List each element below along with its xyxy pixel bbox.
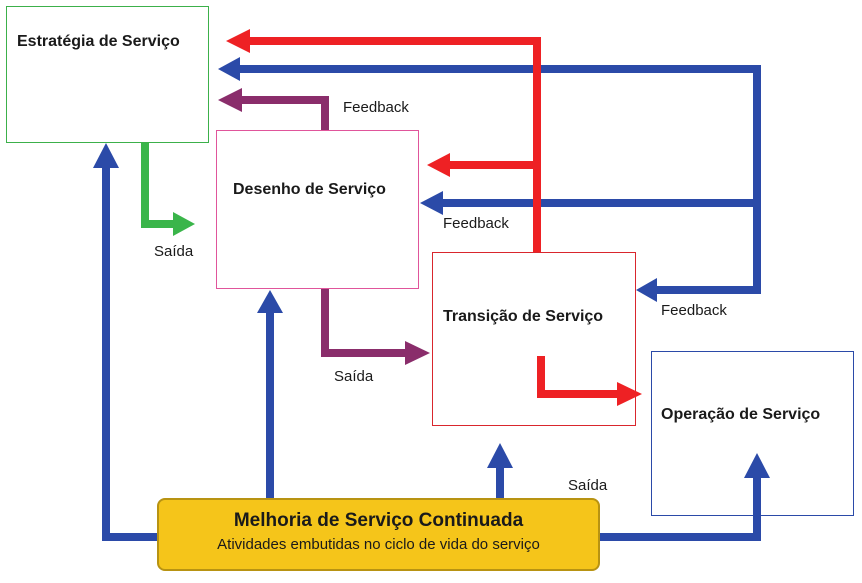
feedback-label-middle: Feedback <box>443 215 509 232</box>
purple-arrow-design-to-transition <box>321 289 406 357</box>
service-design-title: Desenho de Serviço <box>233 181 386 198</box>
service-strategy-title: Estratégia de Serviço <box>17 33 180 50</box>
csi-title: Melhoria de Serviço Continuada <box>233 510 524 531</box>
service-operation-title: Operação de Serviço <box>661 406 821 423</box>
red-feedback-loop <box>249 37 541 252</box>
csi-subtitle: Atividades embutidas no ciclo de vida do… <box>217 536 540 553</box>
service-operation-box: Operação de Serviço <box>651 351 854 516</box>
blue-arrowhead-strategy <box>93 143 119 168</box>
feedback-label-transition: Feedback <box>661 302 727 319</box>
saida-label-strategy: Saída <box>154 243 194 260</box>
blue-arrowhead-feedback-strategy <box>218 57 240 81</box>
saida-label-transition: Saída <box>568 477 608 494</box>
blue-arrow-csi-to-operation <box>598 477 761 541</box>
blue-arrowhead-operation <box>744 453 770 478</box>
saida-label-design: Saída <box>334 368 374 385</box>
blue-arrowhead-feedback-design <box>420 191 443 215</box>
green-arrowhead-design <box>173 212 195 236</box>
blue-arrowhead-design <box>257 290 283 313</box>
service-design-box: Desenho de Serviço <box>216 130 419 289</box>
blue-arrow-csi-to-strategy <box>102 167 160 541</box>
blue-feedback-loop <box>239 65 761 294</box>
service-strategy-box: Estratégia de Serviço <box>6 6 209 143</box>
purple-arrowhead-strategy <box>218 88 242 112</box>
red-arrowhead-strategy <box>226 29 250 53</box>
service-transition-title: Transição de Serviço <box>443 308 604 325</box>
green-arrow-strategy-to-design <box>141 143 174 228</box>
blue-arrowhead-transition <box>487 443 513 468</box>
continual-service-improvement-box: Melhoria de Serviço Continuada Atividade… <box>157 498 600 571</box>
red-arrowhead-design <box>427 153 450 177</box>
feedback-label-design: Feedback <box>343 99 409 116</box>
purple-arrowhead-transition <box>405 341 430 365</box>
red-arrowhead-operation <box>617 382 642 406</box>
purple-feedback-design-to-strategy <box>241 96 329 130</box>
blue-arrowhead-feedback-transition <box>636 278 657 302</box>
red-arrow-transition-to-operation <box>537 356 618 398</box>
